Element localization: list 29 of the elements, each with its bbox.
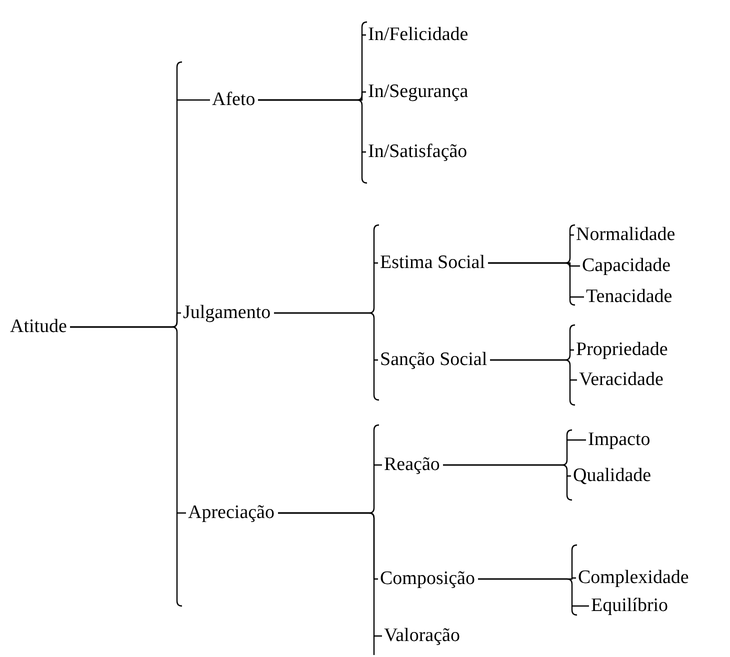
brace-connector (274, 312, 378, 361)
brace-connector (443, 464, 571, 477)
category-label: Valoração (384, 624, 460, 648)
category-label: Propriedade (576, 338, 668, 362)
category-label: Estima Social (380, 251, 486, 275)
category-label: Composição (380, 567, 475, 591)
brace-connector (488, 262, 584, 298)
category-label: Normalidade (576, 223, 676, 247)
brace-connector (70, 326, 186, 514)
category-label: In/Segurança (368, 80, 468, 104)
category-label: In/Felicidade (368, 23, 468, 47)
brace-connector (278, 512, 382, 637)
category-label: Veracidade (579, 368, 664, 392)
category-label: Apreciação (188, 501, 274, 525)
category-label: Julgamento (183, 301, 271, 325)
category-label: Capacidade (582, 254, 671, 278)
category-label: Afeto (212, 88, 256, 112)
category-label: Complexidade (578, 566, 689, 590)
category-label: Tenacidade (586, 285, 672, 309)
brace-connector (490, 359, 577, 381)
brace-connector (258, 99, 366, 153)
category-label: Impacto (588, 428, 650, 452)
category-label: Equilíbrio (591, 594, 668, 618)
category-label: In/Satisfação (368, 140, 468, 164)
category-label: Qualidade (573, 464, 652, 488)
category-label: Atitude (10, 315, 67, 339)
brace-connector (478, 578, 589, 607)
category-label: Reação (384, 453, 440, 477)
category-label: Sanção Social (380, 348, 488, 372)
